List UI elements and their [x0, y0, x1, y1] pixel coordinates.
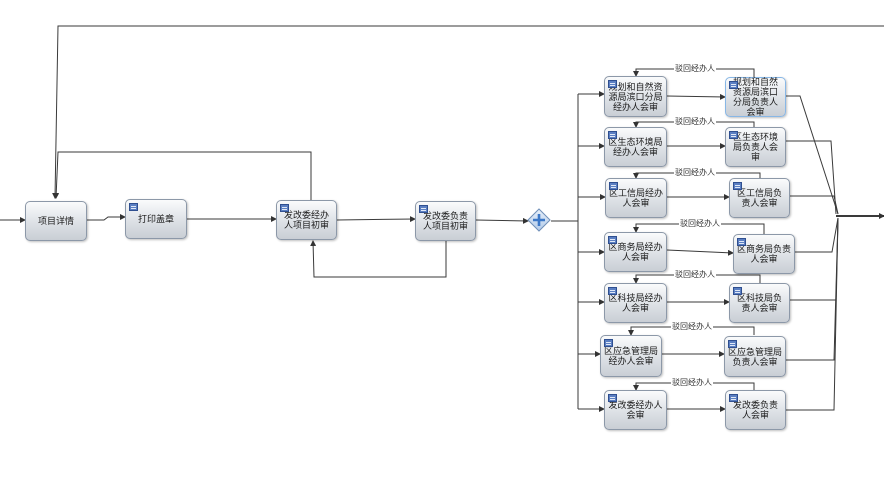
edge-leader-review-to-gateway: [475, 217, 529, 224]
node-tech-leader-review[interactable]: 区科技局负责人会审: [729, 283, 790, 323]
task-icon: [729, 81, 738, 89]
node-project-detail[interactable]: 项目详情: [25, 201, 87, 241]
node-label: 规划和自然资源局滨口分局负责人会审: [732, 78, 778, 118]
task-icon: [608, 394, 617, 402]
task-icon: [729, 131, 738, 139]
node-emergency-leader-review[interactable]: 区应急管理局负责人会审: [724, 336, 786, 377]
node-ecology-leader-review[interactable]: 区生态环境局负责人会审: [725, 127, 786, 167]
node-label: 发改委负责人项目初审: [422, 212, 468, 232]
edge-detail-to-print: [87, 214, 126, 221]
node-commerce-handler-review[interactable]: 区商务局经办人会审: [604, 232, 667, 272]
edge-r1-forward: [666, 93, 726, 100]
node-industry-handler-review[interactable]: 区工信局经办人会审: [605, 178, 667, 218]
node-label: 区商务局负责人会审: [737, 245, 792, 265]
return-label-4: 驳回经办人: [679, 219, 721, 228]
edge-loop-top: [53, 151, 312, 200]
node-label: 区应急管理局经办人会审: [604, 347, 659, 367]
task-icon: [129, 203, 138, 211]
task-icon: [419, 205, 428, 213]
return-label-7: 驳回经办人: [671, 378, 713, 387]
edge-r3-merge: [790, 195, 839, 215]
task-icon: [729, 394, 738, 402]
task-icon: [733, 287, 742, 295]
task-icon: [608, 80, 617, 88]
node-label: 区工信局负责人会审: [736, 189, 782, 209]
task-icon: [604, 339, 613, 347]
node-label: 区生态环境局经办人会审: [608, 138, 663, 158]
edge-r7-merge: [786, 217, 839, 411]
node-planning-handler-review[interactable]: 规划和自然资源局滨口分局经办人会审: [604, 76, 667, 117]
node-drc-leader-initial-review[interactable]: 发改委负责人项目初审: [415, 201, 476, 241]
node-label: 区生态环境局负责人会审: [732, 133, 778, 163]
edge-r1-merge: [786, 95, 839, 215]
node-label: 区应急管理局负责人会审: [728, 347, 783, 368]
edge-r4-forward: [666, 249, 734, 256]
node-drc-leader-joint-review[interactable]: 发改委负责人会审: [725, 390, 786, 430]
edge-r4-merge: [795, 217, 839, 253]
return-label-5: 驳回经办人: [674, 270, 716, 279]
plus-icon: [533, 214, 545, 226]
task-icon: [280, 204, 289, 212]
node-label: 发改委经办人项目初审: [283, 211, 329, 231]
edge-r5-merge: [790, 217, 839, 301]
node-label: 区科技局经办人会审: [608, 294, 663, 314]
task-icon: [728, 340, 737, 348]
task-icon: [733, 182, 742, 190]
task-icon: [608, 131, 617, 139]
edge-loop-outer: [52, 25, 884, 199]
node-label: 规划和自然资源局滨口分局经办人会审: [608, 82, 663, 113]
edge-first-review-to-leader-review: [336, 216, 416, 223]
node-label: 项目详情: [37, 217, 74, 227]
node-label: 区工信局经办人会审: [609, 189, 664, 209]
node-emergency-handler-review[interactable]: 区应急管理局经办人会审: [600, 335, 662, 377]
node-planning-leader-review[interactable]: 规划和自然资源局滨口分局负责人会审: [725, 77, 786, 118]
task-icon: [737, 238, 746, 246]
edge-r2-merge: [786, 140, 837, 215]
task-icon: [609, 182, 618, 190]
task-icon: [608, 236, 617, 244]
node-label: 发改委负责人会审: [732, 401, 778, 421]
return-label-6: 驳回经办人: [671, 322, 713, 331]
edge-return-lower: [310, 240, 447, 278]
node-drc-handler-joint-review[interactable]: 发改委经办人会审: [604, 390, 667, 430]
node-industry-leader-review[interactable]: 区工信局负责人会审: [729, 178, 790, 218]
task-icon: [608, 287, 617, 295]
node-tech-handler-review[interactable]: 区科技局经办人会审: [604, 283, 667, 323]
node-label: 区科技局负责人会审: [736, 294, 782, 314]
node-ecology-handler-review[interactable]: 区生态环境局经办人会审: [604, 127, 667, 167]
node-label: 打印盖章: [137, 215, 174, 225]
node-label: 区商务局经办人会审: [608, 243, 663, 263]
node-commerce-leader-review[interactable]: 区商务局负责人会审: [733, 234, 795, 274]
node-print-stamp[interactable]: 打印盖章: [125, 199, 187, 239]
parallel-gateway[interactable]: [527, 208, 551, 232]
return-label-1: 驳回经办人: [674, 64, 716, 73]
return-label-3: 驳回经办人: [674, 168, 716, 177]
node-drc-handler-initial-review[interactable]: 发改委经办人项目初审: [276, 200, 337, 240]
return-label-2: 驳回经办人: [674, 117, 716, 126]
node-label: 发改委经办人会审: [608, 401, 663, 421]
